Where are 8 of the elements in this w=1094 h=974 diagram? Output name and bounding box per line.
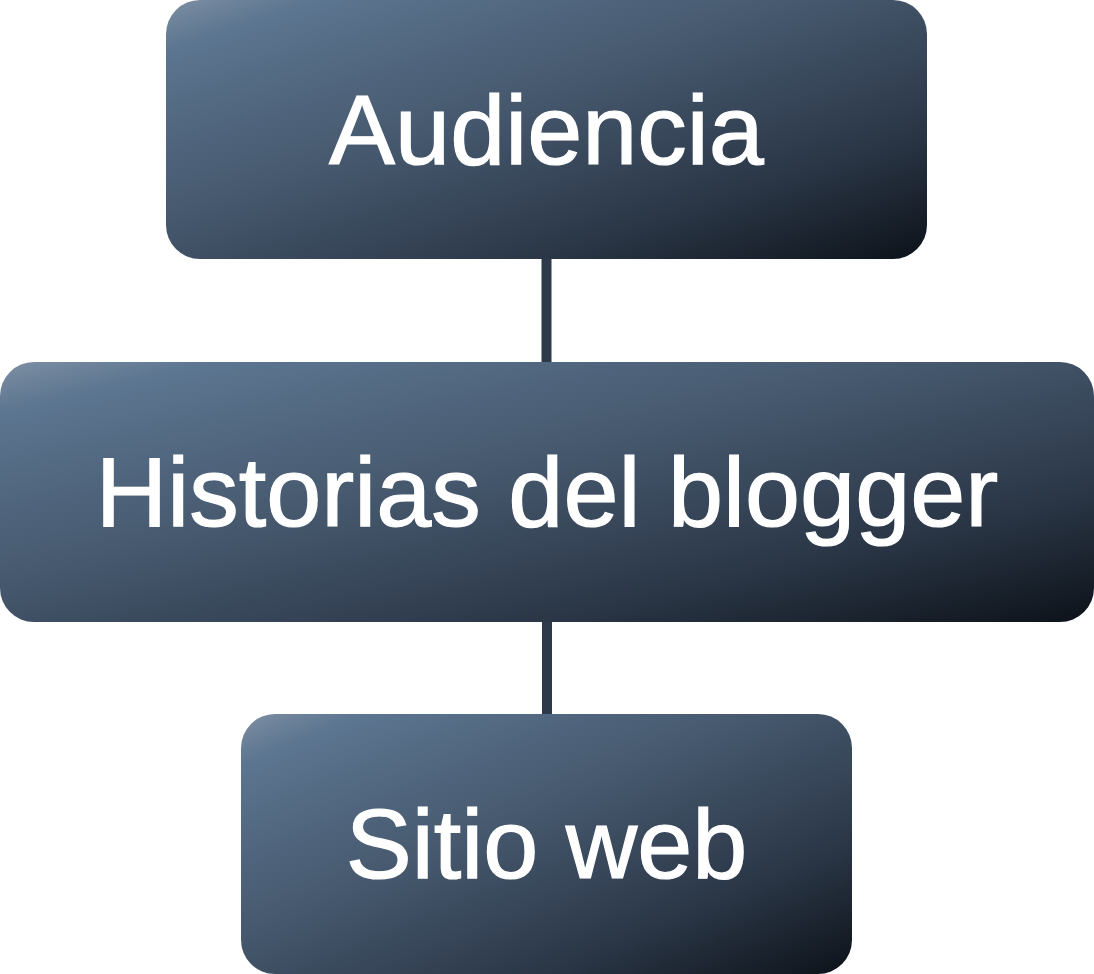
process-box	[241, 714, 852, 974]
connector-line	[542, 622, 552, 714]
connector-line	[541, 259, 552, 362]
node-label: Historias del blogger	[95, 435, 999, 549]
node-label: Sitio web	[345, 787, 748, 901]
process-box	[0, 362, 1094, 622]
process-box	[166, 0, 927, 259]
node-label: Audiencia	[329, 72, 764, 187]
